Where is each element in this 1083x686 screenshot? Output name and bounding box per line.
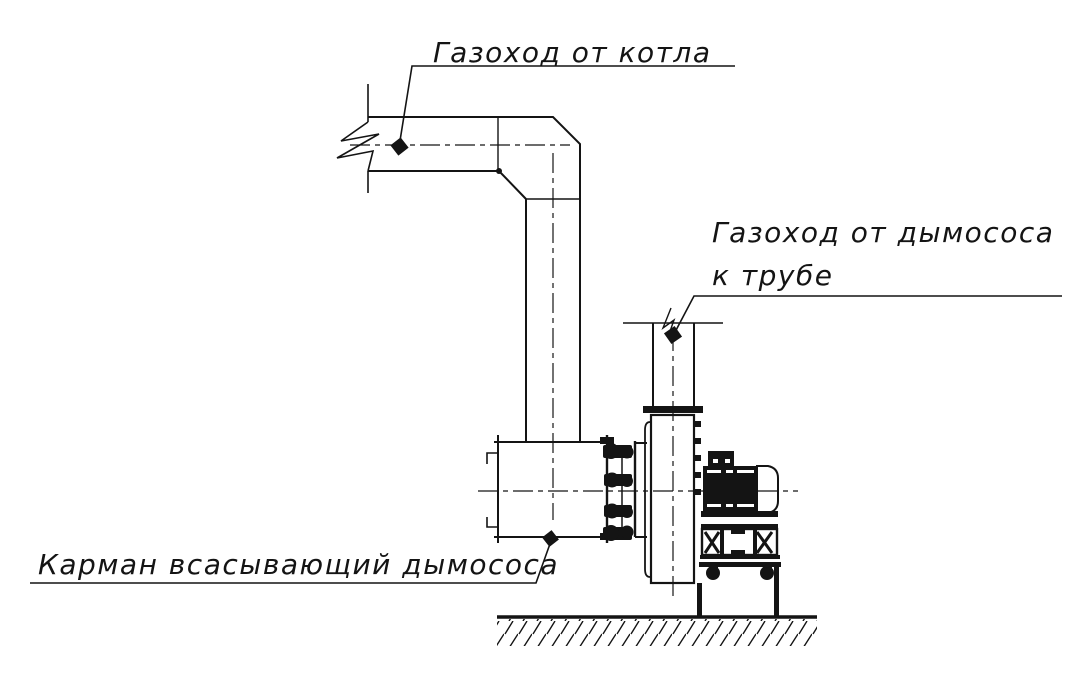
casing-bolt-row <box>693 421 701 495</box>
motor-end-bell <box>756 465 779 514</box>
leader-marker <box>542 530 559 547</box>
centerlines <box>350 144 798 601</box>
leader-marker <box>390 137 409 156</box>
support-frame <box>697 511 781 617</box>
x-bracing <box>703 531 774 554</box>
ground-hatching <box>497 619 817 646</box>
motor-terminal-box <box>708 451 734 466</box>
flange-bolt <box>603 443 634 541</box>
label-exhauster-flue-line2: к трубе <box>712 259 834 292</box>
leader-boiler-flue <box>390 65 735 156</box>
leader-line <box>398 65 735 148</box>
leader-exhauster-flue <box>663 295 1062 345</box>
label-suction-pocket: Карман всасывающий дымососа <box>38 548 560 581</box>
suction-pocket <box>486 435 609 543</box>
front-leg <box>697 583 702 617</box>
rear-leg <box>774 566 779 617</box>
leader-line <box>673 295 1062 335</box>
label-boiler-flue: Газоход от котла <box>433 36 712 69</box>
anchor-bolt <box>706 566 720 580</box>
base-plate <box>699 562 781 567</box>
vertical-duct <box>525 199 581 442</box>
leader-marker <box>663 325 683 345</box>
motor <box>703 451 779 514</box>
anchor-bolt <box>760 566 774 580</box>
label-exhauster-flue: Газоход от дымососа к трубе <box>712 211 1054 297</box>
duct-break-symbol <box>336 84 380 193</box>
ground <box>497 615 817 646</box>
leader-line <box>30 540 552 584</box>
leader-suction-pocket <box>30 530 559 584</box>
inlet-flange-bolts <box>600 437 647 541</box>
boiler-flue-duct <box>368 116 581 200</box>
motor-body <box>703 466 757 511</box>
label-exhauster-flue-line1: Газоход от дымососа <box>712 216 1055 249</box>
outlet-pipe <box>652 323 695 406</box>
